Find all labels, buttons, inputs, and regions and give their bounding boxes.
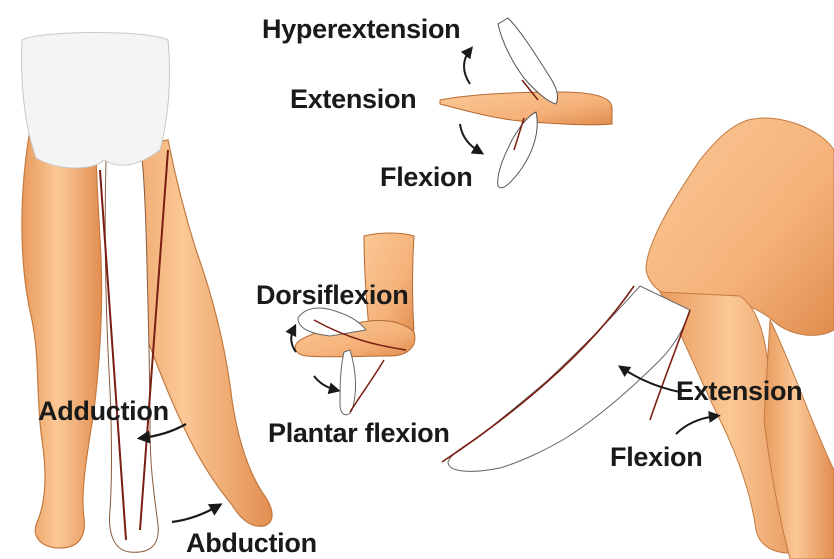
label-foot-plantar-flexion: Plantar flexion [268, 420, 450, 447]
label-hand-flexion: Flexion [380, 164, 472, 191]
label-hand-hyperextension: Hyperextension [262, 16, 460, 43]
hyperextension-arrow [464, 50, 470, 84]
foot-figure [291, 233, 415, 415]
hyperextended-hand-outline [498, 18, 558, 104]
label-hip-abduction: Abduction [186, 530, 317, 557]
flexion-arrow-knee [676, 416, 716, 434]
label-hip-adduction: Adduction [38, 398, 169, 425]
dorsiflexed-foot-outline [298, 308, 366, 336]
abduction-arrow [172, 506, 218, 522]
shorts [22, 33, 170, 169]
plantarflexed-foot-outline [340, 350, 356, 415]
flexed-hand-outline [498, 112, 538, 188]
label-knee-flexion: Flexion [610, 444, 702, 471]
label-foot-dorsiflexion: Dorsiflexion [256, 282, 408, 309]
standing-legs-figure [22, 33, 272, 553]
plantar-flexion-arrow [314, 376, 336, 390]
label-hand-extension: Extension [290, 86, 416, 113]
left-leg [22, 130, 102, 548]
label-knee-extension: Extension [676, 378, 802, 405]
flexion-arrow-hand [460, 124, 480, 152]
